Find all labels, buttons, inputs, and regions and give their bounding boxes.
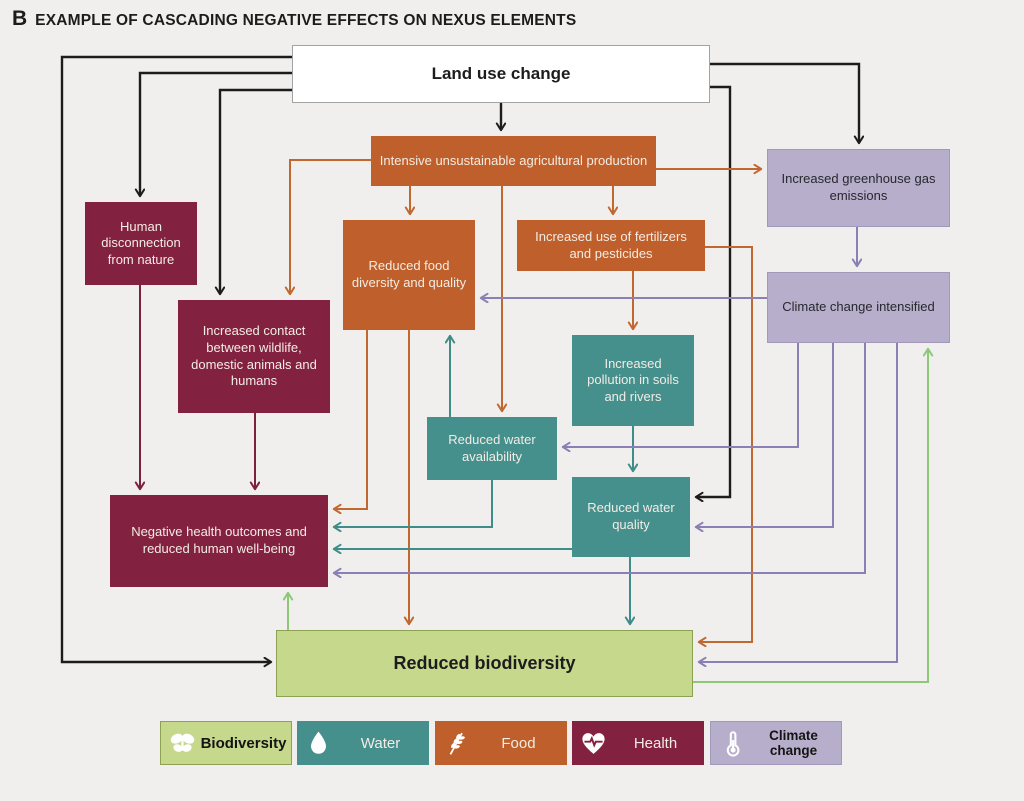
edge-climate_intensified-to-water_availability	[563, 343, 799, 447]
node-reduced-water-quality: Reduced water quality	[572, 477, 690, 557]
node-increased-pollution-soils-rivers: Increased pollution in soils and rivers	[572, 335, 694, 426]
legend-item-food: Food	[435, 721, 567, 765]
edge-land_use-to-human_disconnection	[140, 71, 292, 196]
wheat-icon	[442, 729, 471, 758]
heart-pulse-icon	[579, 729, 608, 758]
edge-reduced_food-to-health_outcomes	[334, 330, 368, 509]
legend-item-biodiversity: Biodiversity	[160, 721, 292, 765]
node-reduced-water-availability: Reduced water availability	[427, 417, 557, 480]
node-reduced-food-diversity: Reduced food diversity and quality	[343, 220, 475, 330]
edge-land_use-to-wildlife_contact	[220, 88, 292, 294]
edge-climate_intensified-to-water_quality	[696, 343, 834, 527]
legend-item-climate-change: Climate change	[710, 721, 842, 765]
node-climate-change-intensified: Climate change intensified	[767, 272, 950, 343]
edge-reduced_biodiversity-to-climate_intensified	[693, 349, 928, 683]
figure-title-text: EXAMPLE OF CASCADING NEGATIVE EFFECTS ON…	[35, 12, 577, 29]
panel-letter: B	[12, 7, 28, 30]
figure-title: B EXAMPLE OF CASCADING NEGATIVE EFFECTS …	[12, 7, 576, 31]
edge-water_availability-to-health_outcomes	[334, 480, 493, 527]
legend-label-biodiversity: Biodiversity	[200, 734, 287, 752]
node-human-disconnection-from-nature: Human disconnection from nature	[85, 202, 197, 285]
edge-land_use-to-reduced_biodiversity	[60, 55, 292, 662]
edge-climate_intensified-to-health_outcomes	[334, 343, 866, 573]
node-increased-fertilizers-pesticides: Increased use of fertilizers and pestici…	[517, 220, 705, 271]
node-increased-wildlife-contact: Increased contact between wildlife, dome…	[178, 300, 330, 413]
edge-fertilizers-to-reduced_biodiversity	[699, 246, 753, 642]
edge-land_use-to-greenhouse	[710, 62, 859, 143]
legend-label-food: Food	[501, 734, 536, 752]
legend-label-water: Water	[360, 734, 401, 752]
edge-land_use-to-water_quality	[696, 85, 732, 497]
node-land-use-change: Land use change	[292, 45, 710, 103]
node-reduced-biodiversity: Reduced biodiversity	[276, 630, 693, 697]
edge-intensive_agri-to-wildlife_contact	[290, 159, 371, 294]
legend-label-health: Health	[633, 734, 678, 752]
legend-item-health: Health	[572, 721, 704, 765]
legend-item-water: Water	[297, 721, 429, 765]
node-negative-health-outcomes: Negative health outcomes and reduced hum…	[110, 495, 328, 587]
butterfly-icon	[168, 729, 197, 758]
thermometer-icon	[718, 729, 747, 758]
node-increased-greenhouse-gas-emissions: Increased greenhouse gas emissions	[767, 149, 950, 227]
legend-label-climate-change: Climate change	[769, 727, 818, 758]
water-drop-icon	[304, 729, 333, 758]
edge-climate_intensified-to-reduced_biodiversity	[699, 343, 898, 662]
node-intensive-agricultural-production: Intensive unsustainable agricultural pro…	[371, 136, 656, 186]
